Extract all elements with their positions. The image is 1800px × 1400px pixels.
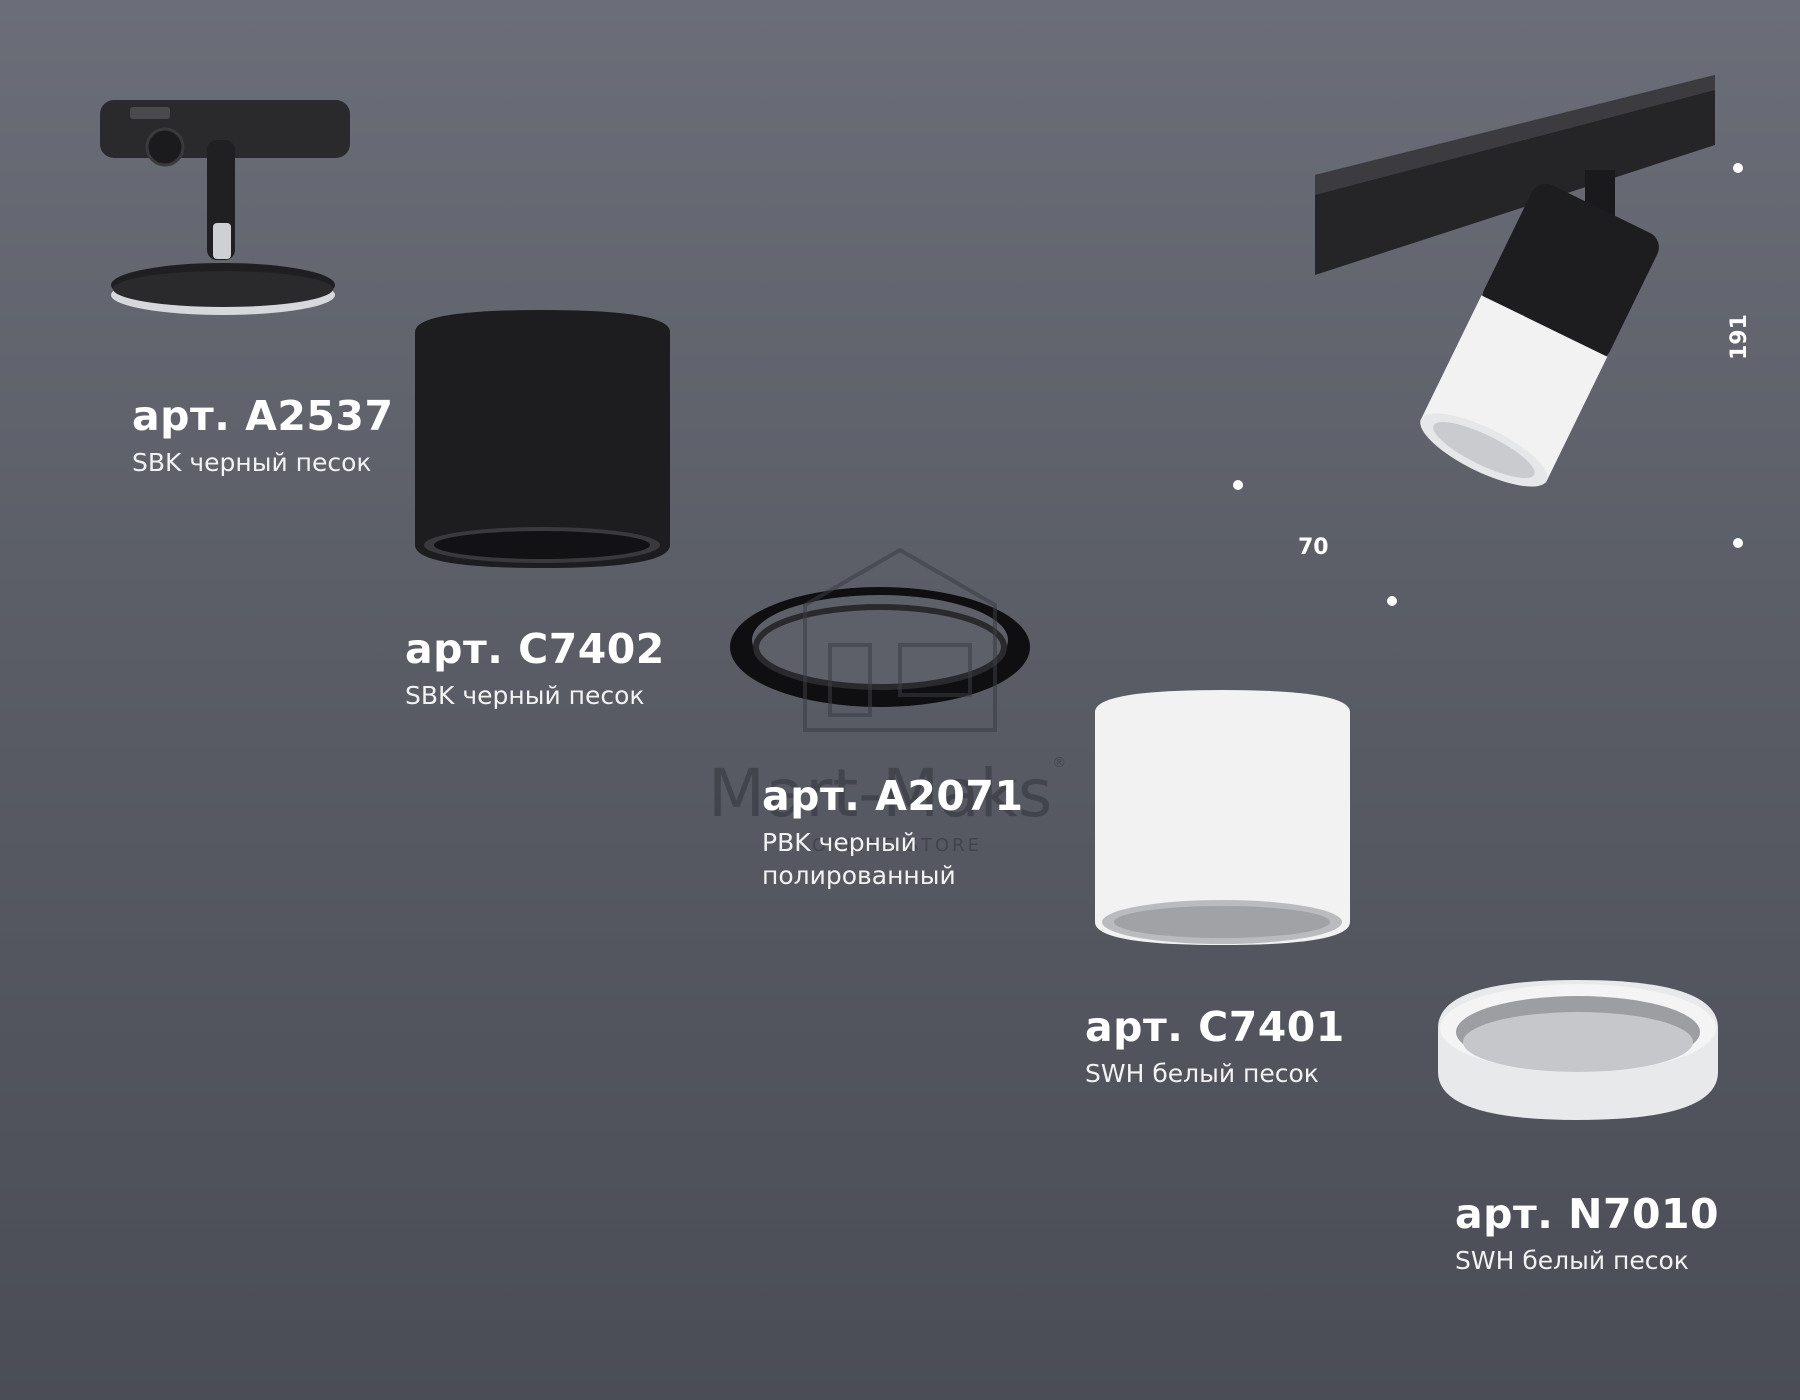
- product-label-c7402: арт. C7402 SBK черный песок: [405, 625, 665, 712]
- product-label-a2537: арт. A2537 SBK черный песок: [132, 392, 393, 479]
- watermark-brand-text: Mart-Maks: [708, 755, 1053, 832]
- finish-description: SWH белый песок: [1455, 1246, 1689, 1275]
- finish-description: SWH белый песок: [1085, 1059, 1319, 1088]
- watermark-brand: Mart-Maks®: [708, 755, 1066, 832]
- product-label-n7010: арт. N7010 SWH белый песок: [1455, 1190, 1719, 1277]
- house-logo-icon: [803, 547, 997, 732]
- white-housing-c7401-image: [1095, 690, 1350, 945]
- dimension-dot: [1387, 596, 1397, 606]
- assembled-track-spotlight-image: [1315, 75, 1715, 487]
- finish-description: PBK черный полированный: [762, 828, 956, 890]
- product-label-a2071: арт. A2071 PBK черный полированный: [762, 772, 1023, 892]
- finish-description: SBK черный песок: [405, 681, 645, 710]
- article-number: арт. C7402: [405, 625, 665, 673]
- article-number: арт. C7401: [1085, 1003, 1345, 1051]
- finish-description: SBK черный песок: [132, 448, 372, 477]
- article-number: арт. A2071: [762, 772, 1024, 820]
- white-ring-n7010-image: [1438, 980, 1718, 1120]
- product-label-c7401: арт. C7401 SWH белый песок: [1085, 1003, 1345, 1090]
- watermark-tagline-text: ONLINE STORE: [812, 835, 982, 856]
- registered-mark: ®: [1052, 755, 1067, 771]
- black-housing-c7402-image: [415, 310, 670, 568]
- watermark-tagline: ONLINE STORE: [712, 835, 1082, 856]
- dimension-dot: [1733, 538, 1743, 548]
- dimension-dot: [1233, 480, 1243, 490]
- width-dimension: 70: [1298, 535, 1329, 560]
- article-number: арт. N7010: [1455, 1190, 1720, 1238]
- track-adapter-a2537-image: [100, 100, 350, 315]
- height-dimension: 191: [1727, 314, 1752, 360]
- dimension-dot: [1733, 163, 1743, 173]
- article-number: арт. A2537: [132, 392, 394, 440]
